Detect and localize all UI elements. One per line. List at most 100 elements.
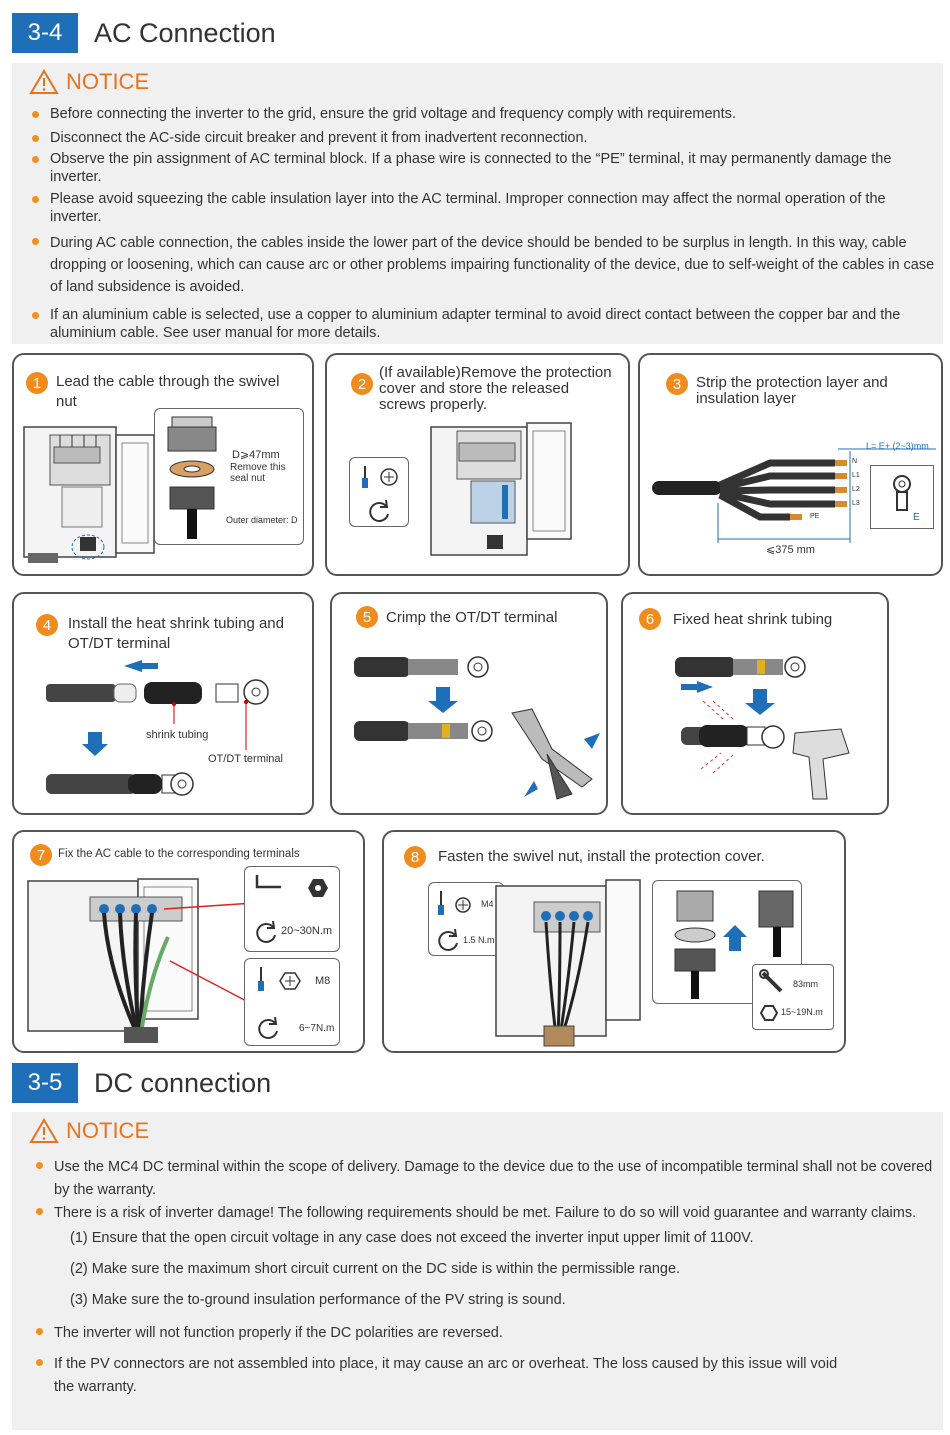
torque-value: 6~7N.m — [299, 1023, 335, 1034]
wrench-size: 83mm — [793, 979, 819, 989]
warning-icon — [29, 1118, 59, 1143]
crimp-illustration — [354, 656, 600, 800]
section-title: AC Connection — [94, 17, 276, 48]
ring-terminal-icon — [893, 475, 911, 511]
swivel-nut-assembly-illustration — [674, 890, 794, 999]
socket-wrench-icon — [255, 875, 328, 897]
terminal-wiring-illustration — [27, 878, 255, 1043]
notice-item: Use the MC4 DC terminal within the scope… — [36, 1156, 935, 1202]
torque-box-1: M4 1.5 N.m — [428, 882, 504, 956]
step-number: 8 — [404, 846, 426, 868]
section-header-dc: 3-5 DC connection — [12, 1063, 271, 1103]
heat-gun-illustration — [675, 656, 850, 800]
heat-shrink-illustration — [46, 660, 269, 796]
notice-item: There is a risk of inverter damage! The … — [36, 1202, 935, 1225]
wire-l2-label: L2 — [852, 486, 860, 493]
wrench-icon — [759, 969, 783, 993]
max-length-label: ⩽375 mm — [766, 544, 815, 556]
section-number: 3-4 — [12, 13, 78, 53]
step-text: Fixed heat shrink tubing — [673, 611, 833, 628]
tool-box — [349, 457, 409, 527]
step-5-panel: 5 Crimp the OT/DT terminal — [330, 592, 608, 815]
section-number: 3-5 — [12, 1063, 78, 1103]
notice-item: If an aluminium cable is selected, use a… — [32, 306, 935, 342]
hex-nut-icon — [759, 1005, 779, 1021]
rotate-icon — [438, 928, 458, 951]
rotate-icon — [256, 920, 276, 943]
step-number: 5 — [356, 606, 378, 628]
screw-size: M4 — [481, 899, 494, 909]
notice-subitem: (2) Make sure the maximum short circuit … — [70, 1261, 681, 1277]
notice-item: If the PV connectors are not assembled i… — [36, 1353, 854, 1399]
inverter-open-illustration — [430, 422, 572, 556]
section-title: DC connection — [94, 1067, 272, 1098]
notice-subitem: (1) Ensure that the open circuit voltage… — [70, 1230, 754, 1246]
swivel-nut-illustration — [167, 416, 217, 539]
step-number: 3 — [666, 373, 688, 395]
notice-item: Disconnect the AC-side circuit breaker a… — [32, 129, 935, 147]
terminal-detail: E — [870, 465, 934, 529]
torque-value: 1.5 N.m — [463, 935, 495, 945]
step-number: 1 — [26, 372, 48, 394]
screwdriver-icon — [362, 466, 398, 488]
step-6-panel: 6 Fixed heat shrink tubing — [621, 592, 889, 815]
screwdriver-icon — [438, 891, 471, 915]
wire-pe-label: PE — [810, 513, 820, 520]
notice-label: NOTICE — [66, 1118, 150, 1143]
torque-value: 15~19N.m — [781, 1007, 823, 1017]
torque-value: 20~30N.m — [281, 925, 333, 937]
notice-item: Please avoid squeezing the cable insulat… — [32, 190, 935, 226]
section-header-ac: 3-4 AC Connection — [12, 13, 276, 53]
notice-dc: NOTICE Use the MC4 DC terminal within th… — [12, 1112, 943, 1430]
notice-header: NOTICE — [29, 1118, 150, 1144]
notice-item: Before connecting the inverter to the gr… — [32, 105, 935, 123]
step-text: Fasten the swivel nut, install the prote… — [438, 848, 765, 865]
inverter-illustration — [23, 426, 155, 563]
strip-e-label: E — [913, 512, 920, 523]
length-formula: L= E+ (2~3)mm — [866, 441, 929, 451]
notice-subitem: (3) Make sure the to-ground insulation p… — [70, 1292, 566, 1308]
notice-label: NOTICE — [66, 69, 150, 94]
wire-l1-label: L1 — [852, 472, 860, 479]
diameter-label: D⩾47mm — [232, 449, 280, 461]
step-text: (If available)Remove the protection cove… — [379, 364, 612, 413]
inverter-closed-illustration — [495, 879, 641, 1047]
notice-item: The inverter will not function properly … — [36, 1322, 935, 1345]
step-number: 6 — [639, 608, 661, 630]
wire-n-label: N — [852, 458, 858, 465]
notice-header: NOTICE — [29, 69, 150, 95]
screw-size: M8 — [315, 975, 331, 987]
rotate-icon — [369, 499, 389, 522]
cable-strip-illustration — [652, 448, 936, 543]
step-text: Install the heat shrink tubing and OT/DT… — [68, 615, 284, 652]
step-number: 7 — [30, 844, 52, 866]
notice-item: During AC cable connection, the cables i… — [32, 232, 935, 298]
step-3-panel: 3 Strip the protection layer and insulat… — [638, 353, 943, 576]
screwdriver-icon — [258, 967, 301, 991]
step-number: 2 — [351, 373, 373, 395]
step-text: Fix the AC cable to the corresponding te… — [58, 848, 300, 860]
warning-icon — [29, 69, 59, 94]
outer-diameter-label: Outer diameter: D — [226, 515, 298, 525]
wire-l3-label: L3 — [852, 500, 860, 507]
step-1-panel: 1 Lead the cable through the swivel nut … — [12, 353, 314, 576]
notice-ac-list: Before connecting the inverter to the gr… — [32, 105, 935, 342]
notice-ac: NOTICE Before connecting the inverter to… — [12, 63, 943, 344]
step-text: Crimp the OT/DT terminal — [386, 609, 558, 626]
torque-box-2: M8 6~7N.m — [244, 958, 340, 1046]
step-2-panel: 2 (If available)Remove the protection co… — [325, 353, 630, 576]
wrench-box: 83mm 15~19N.m — [752, 964, 834, 1030]
step-number: 4 — [36, 614, 58, 636]
remove-seal-label: Remove this seal nut — [230, 462, 286, 484]
rotate-icon — [258, 1016, 278, 1039]
shrink-tubing-label: shrink tubing — [146, 729, 209, 741]
terminal-label: OT/DT terminal — [208, 753, 283, 765]
step-text: Lead the cable through the swivel nut — [56, 373, 280, 410]
step-7-panel: 7 Fix the AC cable to the corresponding … — [12, 830, 365, 1053]
notice-item: Observe the pin assignment of AC termina… — [32, 150, 935, 186]
step-4-panel: 4 Install the heat shrink tubing and OT/… — [12, 592, 314, 815]
step-text: Strip the protection layer and insulatio… — [696, 374, 888, 407]
step-8-panel: 8 Fasten the swivel nut, install the pro… — [382, 830, 846, 1053]
torque-box-1: 20~30N.m — [244, 866, 340, 952]
notice-dc-list: Use the MC4 DC terminal within the scope… — [36, 1156, 935, 1399]
